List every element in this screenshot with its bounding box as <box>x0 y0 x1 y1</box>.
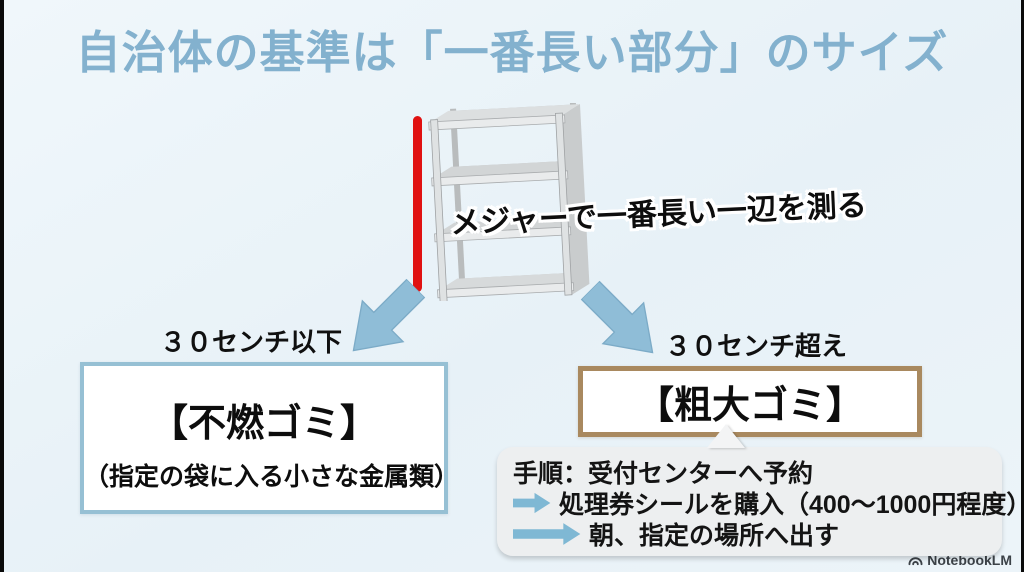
notebooklm-logo-icon <box>908 556 923 565</box>
step-arrow-icon <box>513 522 581 545</box>
procedure-step-3: 朝、指定の場所へ出す <box>589 521 840 550</box>
right-letterbox-bar <box>1021 0 1024 572</box>
shelf-illustration-image <box>428 103 590 301</box>
non-burnable-note: （指定の袋に入る小さな金属類） <box>84 463 460 491</box>
left-letterbox-bar <box>0 0 4 572</box>
watermark-label: NotebookLM <box>927 552 1012 568</box>
oversized-label: 【粗大ゴミ】 <box>635 385 864 427</box>
page-title: 自治体の基準は「一番長い部分」のサイズ <box>75 27 949 78</box>
procedure-panel: 手順：受付センターへ予約 処理券シールを購入（400〜1000円程度） 朝、指定… <box>497 447 1024 556</box>
oversized-box: 【粗大ゴミ】 <box>578 366 922 437</box>
right-condition-label: ３０センチ超え <box>665 331 848 361</box>
non-burnable-label: 【不燃ゴミ】 <box>149 403 378 445</box>
callout-pointer <box>707 424 745 448</box>
measure-line <box>413 116 422 292</box>
left-condition-label: ３０センチ以下 <box>160 327 343 357</box>
procedure-step-1: 手順：受付センターへ予約 <box>513 459 814 488</box>
down-right-arrow-icon <box>568 268 675 375</box>
down-left-arrow-icon <box>330 266 437 373</box>
procedure-step-2: 処理券シールを購入（400〜1000円程度） <box>559 490 1024 519</box>
step-arrow-icon <box>513 492 551 513</box>
non-burnable-box: 【不燃ゴミ】 （指定の袋に入る小さな金属類） <box>80 362 460 514</box>
notebooklm-watermark: NotebookLM <box>908 552 1012 568</box>
